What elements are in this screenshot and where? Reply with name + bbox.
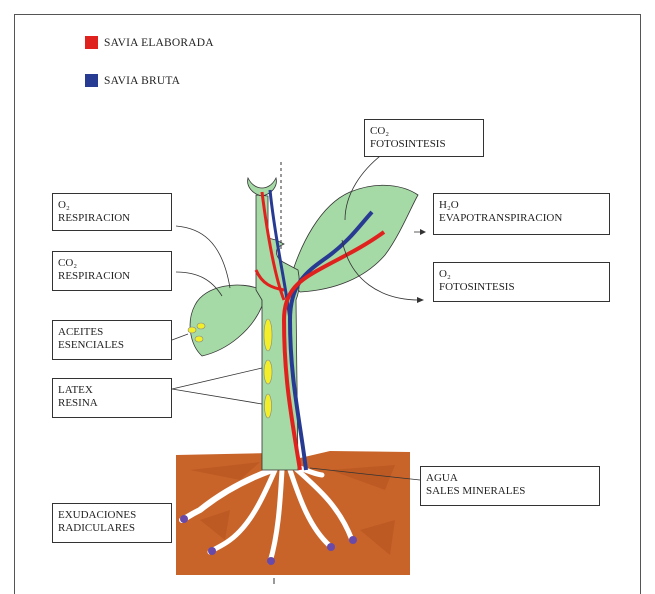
label-line: O₂ (58, 199, 166, 212)
label-line: O₂ (439, 268, 604, 281)
label-h2o-evapotranspiracion: H₂O EVAPOTRANSPIRACION (433, 193, 610, 235)
label-latex-resina: LATEX RESINA (52, 378, 172, 418)
label-line: RESPIRACION (58, 212, 166, 225)
label-line: ESENCIALES (58, 339, 166, 352)
label-line: EVAPOTRANSPIRACION (439, 212, 604, 225)
label-line: AGUA (426, 472, 594, 485)
label-line: SALES MINERALES (426, 485, 594, 498)
label-line: LATEX (58, 384, 166, 397)
label-co2-respiracion: CO₂ RESPIRACION (52, 251, 172, 291)
left-leaf (190, 285, 262, 356)
label-line: ACEITES (58, 326, 166, 339)
latex-ducts (264, 319, 272, 418)
label-line: CO₂ (58, 257, 166, 270)
label-aceites-esenciales: ACEITES ESENCIALES (52, 320, 172, 360)
label-line: CO₂ (370, 125, 478, 138)
label-line: EXUDACIONES (58, 509, 166, 522)
label-line: FOTOSINTESIS (370, 138, 478, 151)
label-o2-fotosintesis: O₂ FOTOSINTESIS (433, 262, 610, 302)
label-line: RADICULARES (58, 522, 166, 535)
label-line: RESPIRACION (58, 270, 166, 283)
arrow-heads (417, 229, 426, 303)
label-line: H₂O (439, 199, 604, 212)
label-exudaciones-radiculares: EXUDACIONES RADICULARES (52, 503, 172, 543)
label-co2-fotosintesis: CO₂ FOTOSINTESIS (364, 119, 484, 157)
label-line: FOTOSINTESIS (439, 281, 604, 294)
label-line: RESINA (58, 397, 166, 410)
label-agua-sales-minerales: AGUA SALES MINERALES (420, 466, 600, 506)
label-o2-respiracion: O₂ RESPIRACION (52, 193, 172, 231)
